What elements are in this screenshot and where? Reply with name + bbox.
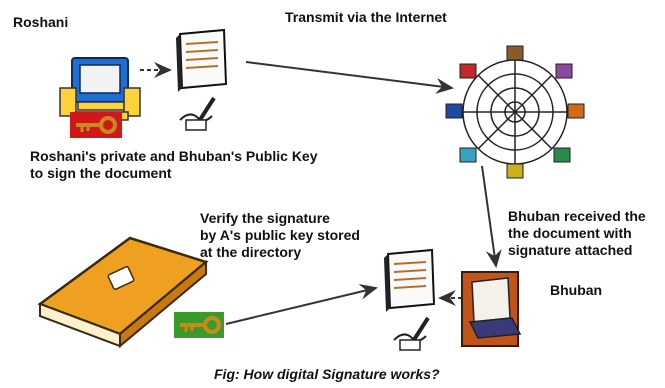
received-label-line3: signature attached [508,242,633,258]
computer-icon [59,57,141,121]
arrow-verify [225,283,378,325]
received-label-line1: Bhuban received the [508,208,646,224]
verify-label-line2: by A's public key stored [200,227,360,243]
sender-name-label: Roshani [13,14,69,30]
signed-document-icon [176,28,228,92]
pen-signing-icon [179,96,216,131]
sign-label-line1: Roshani's private and Bhuban's Public Ke… [30,148,318,164]
pen-signing-icon [393,316,430,351]
verify-label-line3: at the directory [200,244,302,260]
verify-label-line1: Verify the signature [200,210,330,226]
internet-web-icon [445,45,585,179]
arrow-transmit [245,61,454,94]
public-key-icon [174,312,224,338]
figure-caption: Fig: How digital Signature works? [214,366,440,382]
arrow-receive [481,165,502,268]
received-document-icon [384,248,436,312]
receiver-name-label: Bhuban [550,282,603,298]
laptop-icon [461,271,522,347]
directory-book-icon [37,236,209,349]
received-label-line2: the document with [508,225,632,241]
private-key-icon [70,112,122,138]
sign-label-line2: to sign the document [30,165,172,181]
transmit-label: Transmit via the Internet [285,9,447,25]
